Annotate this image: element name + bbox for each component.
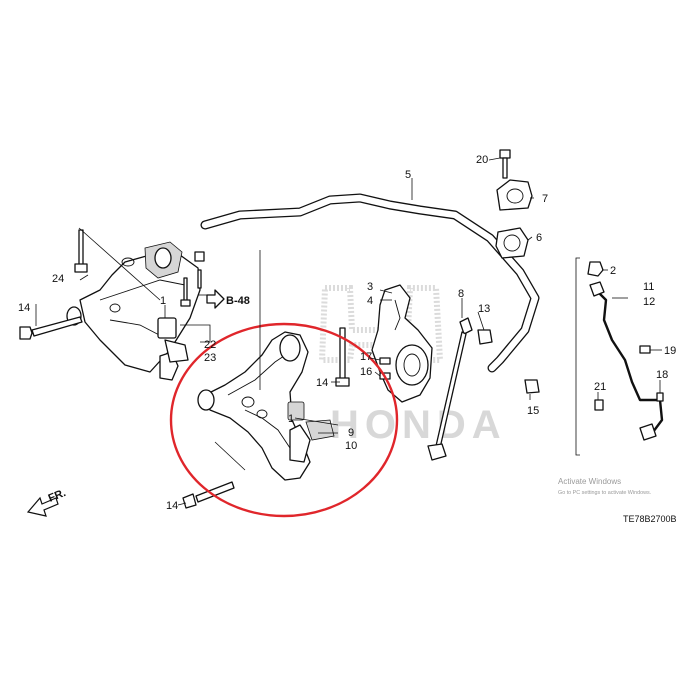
- callout-18: 18: [656, 369, 668, 381]
- honda-wordmark: HONDA: [330, 403, 507, 447]
- callout-16: 16: [360, 366, 372, 378]
- callout-24: 24: [52, 273, 64, 285]
- callout-4: 4: [367, 295, 373, 307]
- stabilizer-holder-7: [496, 179, 533, 211]
- callout-1-upper: 1: [160, 295, 166, 307]
- stabilizer-link: [427, 317, 473, 461]
- nut-15: [524, 379, 540, 394]
- stabilizer-bar: [200, 193, 540, 373]
- subframe-small-bolts: [180, 251, 205, 307]
- activate-windows-title: Activate Windows: [558, 477, 621, 486]
- activate-windows-subtitle: Go to PC settings to activate Windows.: [558, 490, 651, 496]
- ref-b48: B-48: [206, 289, 250, 309]
- callout-9: 9: [348, 427, 354, 439]
- callout-12: 12: [643, 296, 655, 308]
- steering-knuckle: [371, 284, 433, 403]
- callout-14-bottom: 14: [166, 500, 178, 512]
- front-label: FR.: [47, 487, 68, 505]
- callout-23: 23: [204, 352, 216, 364]
- callout-8: 8: [458, 288, 464, 300]
- callout-14-center: 14: [316, 377, 328, 389]
- nut-13: [477, 329, 493, 345]
- honda-watermark: HONDA: [318, 285, 507, 447]
- callout-22: 22: [204, 339, 216, 351]
- callout-21: 21: [594, 381, 606, 393]
- bolt-20: [499, 149, 511, 179]
- ref-b48-label: B-48: [226, 295, 250, 307]
- callout-11: 11: [643, 281, 654, 293]
- leader-lines: [35, 157, 662, 506]
- callout-10: 10: [345, 440, 357, 452]
- callout-20: 20: [476, 154, 488, 166]
- stabilizer-bushing-6: [495, 227, 529, 259]
- callout-19: 19: [664, 345, 676, 357]
- bushing-22-23: [157, 317, 189, 363]
- bolt-14-left: [19, 316, 83, 340]
- callout-3: 3: [367, 281, 373, 293]
- highlight-circle: [169, 322, 399, 518]
- lower-control-arm: [197, 331, 335, 481]
- diagram-code: TE78B2700B: [623, 514, 677, 524]
- callout-1-lower: 1: [288, 413, 294, 425]
- callout-14-left: 14: [18, 302, 30, 314]
- callout-17: 17: [360, 351, 372, 363]
- speed-sensor-assembly: [575, 257, 664, 456]
- callout-6: 6: [536, 232, 542, 244]
- callout-5: 5: [405, 169, 411, 181]
- bolt-24: [74, 229, 88, 273]
- callout-15: 15: [527, 405, 539, 417]
- bolt-14-bottom: [182, 481, 235, 509]
- callout-2: 2: [610, 265, 616, 277]
- callout-7: 7: [542, 193, 548, 205]
- front-arrow: FR.: [26, 487, 68, 517]
- callout-numbers: 1 22 23 1 9 10 2 3 4 5 6 7 8 11 12 13 14…: [18, 154, 676, 512]
- callout-13: 13: [478, 303, 490, 315]
